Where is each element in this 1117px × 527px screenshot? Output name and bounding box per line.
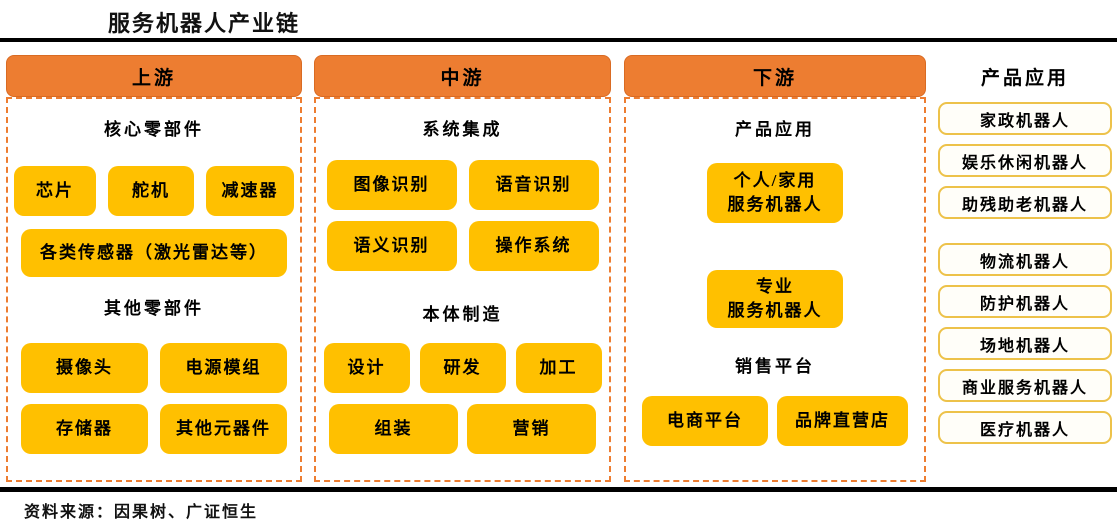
personal-home-service-robot-block: 个人/家用 服务机器人 bbox=[707, 163, 843, 223]
upstream-header: 上游 bbox=[6, 55, 302, 97]
brand-store-block: 品牌直营店 bbox=[777, 396, 908, 446]
memory-block: 存储器 bbox=[21, 404, 148, 454]
system-integration-title: 系统集成 bbox=[422, 120, 503, 139]
speech-recognition-block: 语音识别 bbox=[468, 160, 599, 210]
downstream-header: 下游 bbox=[624, 55, 926, 97]
servo-block: 舵机 bbox=[108, 166, 194, 216]
chip-block: 芯片 bbox=[14, 166, 96, 216]
applications-title: 产品应用 bbox=[980, 68, 1069, 89]
marketing-block: 营销 bbox=[467, 404, 596, 454]
other-components-row-1: 摄像头 电源模组 bbox=[14, 343, 294, 393]
applications-column: 产品应用 家政机器人 娱乐休闲机器人 助残助老机器人 物流机器人 防护机器人 场… bbox=[935, 55, 1115, 444]
professional-line1: 专业 bbox=[756, 277, 794, 296]
ecommerce-platform-block: 电商平台 bbox=[642, 396, 768, 446]
personal-home-line2: 服务机器人 bbox=[727, 195, 823, 214]
assembly-block: 组装 bbox=[329, 404, 458, 454]
system-row-1: 图像识别 语音识别 bbox=[322, 160, 603, 210]
other-parts-block: 其他元器件 bbox=[160, 404, 287, 454]
housekeeping-robot-item: 家政机器人 bbox=[938, 102, 1112, 135]
power-module-block: 电源模组 bbox=[160, 343, 287, 393]
source-note: 资料来源：因果树、广证恒生 bbox=[24, 504, 259, 521]
page-title: 服务机器人产业链 bbox=[108, 11, 301, 36]
manufacturing-row-2: 组装 营销 bbox=[322, 404, 603, 454]
sales-row: 电商平台 品牌直营店 bbox=[632, 396, 918, 446]
sensors-block: 各类传感器（激光雷达等） bbox=[21, 229, 287, 277]
midstream-body: 系统集成 图像识别 语音识别 语义识别 操作系统 本体制造 设计 研发 加工 组… bbox=[314, 97, 611, 482]
core-components-title: 核心零部件 bbox=[104, 120, 204, 139]
core-components-row: 芯片 舵机 减速器 bbox=[14, 166, 294, 216]
downstream-body: 产品应用 个人/家用 服务机器人 专业 服务机器人 销售平台 电商平台 品牌直营… bbox=[624, 97, 926, 482]
manufacturing-row-1: 设计 研发 加工 bbox=[322, 343, 603, 393]
commercial-service-robot-item: 商业服务机器人 bbox=[938, 369, 1112, 402]
field-robot-item: 场地机器人 bbox=[938, 327, 1112, 360]
image-recognition-block: 图像识别 bbox=[326, 160, 457, 210]
operating-system-block: 操作系统 bbox=[468, 221, 599, 271]
design-block: 设计 bbox=[323, 343, 410, 393]
system-row-2: 语义识别 操作系统 bbox=[322, 221, 603, 271]
logistics-robot-item: 物流机器人 bbox=[938, 243, 1112, 276]
semantic-recognition-block: 语义识别 bbox=[326, 221, 457, 271]
product-application-title: 产品应用 bbox=[735, 120, 815, 139]
elderly-disabled-assist-robot-item: 助残助老机器人 bbox=[938, 186, 1112, 219]
reducer-block: 减速器 bbox=[206, 166, 294, 216]
professional-line2: 服务机器人 bbox=[727, 301, 823, 320]
body-manufacturing-title: 本体制造 bbox=[422, 305, 503, 324]
sales-platform-title: 销售平台 bbox=[735, 357, 815, 376]
protection-robot-item: 防护机器人 bbox=[938, 285, 1112, 318]
camera-block: 摄像头 bbox=[21, 343, 148, 393]
medical-robot-item: 医疗机器人 bbox=[938, 411, 1112, 444]
other-components-row-2: 存储器 其他元器件 bbox=[14, 404, 294, 454]
top-divider-rule bbox=[0, 38, 1117, 42]
professional-service-robot-block: 专业 服务机器人 bbox=[707, 270, 843, 328]
rd-block: 研发 bbox=[419, 343, 506, 393]
midstream-column: 中游 系统集成 图像识别 语音识别 语义识别 操作系统 本体制造 设计 研发 加… bbox=[314, 55, 611, 482]
personal-home-line1: 个人/家用 bbox=[733, 171, 817, 190]
bottom-divider-rule bbox=[0, 487, 1117, 492]
other-components-title: 其他零部件 bbox=[104, 299, 204, 318]
downstream-column: 下游 产品应用 个人/家用 服务机器人 专业 服务机器人 销售平台 电商平台 品… bbox=[624, 55, 926, 482]
entertainment-leisure-robot-item: 娱乐休闲机器人 bbox=[938, 144, 1112, 177]
upstream-body: 核心零部件 芯片 舵机 减速器 各类传感器（激光雷达等） 其他零部件 摄像头 电… bbox=[6, 97, 302, 482]
midstream-header: 中游 bbox=[314, 55, 611, 97]
sensors-row: 各类传感器（激光雷达等） bbox=[14, 229, 294, 277]
upstream-column: 上游 核心零部件 芯片 舵机 减速器 各类传感器（激光雷达等） 其他零部件 摄像… bbox=[6, 55, 302, 482]
processing-block: 加工 bbox=[515, 343, 602, 393]
